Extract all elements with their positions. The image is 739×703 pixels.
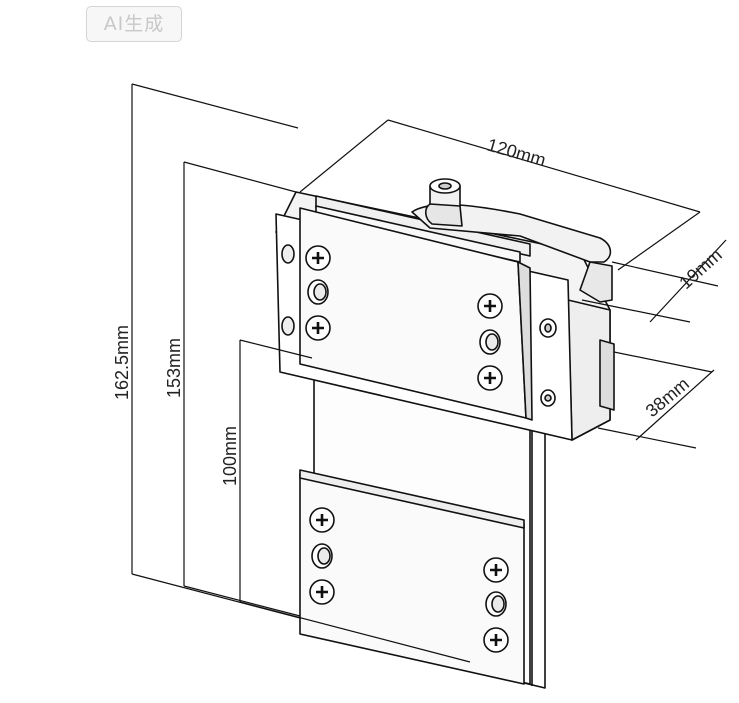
dimension-lines: [131, 83, 727, 663]
screw-icon: [309, 507, 335, 533]
overall-height-extension-top: [131, 83, 299, 129]
thickness-label: 19mm: [675, 245, 726, 293]
width-extension-left: [299, 119, 389, 193]
depth-label: 38mm: [642, 374, 693, 421]
upper-clamp-edge: [517, 261, 533, 421]
depth-extension-top: [613, 351, 713, 373]
depth-extension-bottom: [597, 427, 697, 449]
width-label: 120mm: [485, 135, 548, 171]
left-hole-1: [281, 244, 295, 264]
screw-icon: [305, 245, 331, 271]
hole-icon: [307, 279, 329, 305]
width-extension-right: [617, 211, 701, 271]
plate-height-label: 153mm: [164, 338, 184, 398]
ai-generated-badge: AI生成: [86, 6, 182, 42]
depth-dimension-line: [635, 369, 715, 441]
pivot-collar: [424, 203, 463, 227]
hole-icon: [479, 329, 501, 355]
plate-height-extension-bottom: [183, 585, 301, 617]
overall-height-label: 162.5mm: [112, 325, 132, 400]
thickness-extension-bottom: [581, 299, 691, 323]
plate-height-extension-top: [183, 161, 297, 193]
mount-hole-1-inner: [544, 323, 552, 333]
pivot-hole: [438, 182, 452, 190]
fasteners: [305, 245, 509, 653]
hinge-body: [275, 178, 615, 689]
thickness-dimension-line: [649, 239, 727, 323]
thickness-extension-top: [611, 261, 719, 287]
screw-icon: [483, 627, 509, 653]
left-hole-2: [281, 316, 295, 336]
screw-icon: [309, 579, 335, 605]
handle-tip: [579, 261, 613, 303]
lower-height-label: 100mm: [220, 426, 240, 486]
mount-block-tab: [599, 339, 615, 411]
screw-icon: [483, 557, 509, 583]
screw-icon: [305, 315, 331, 341]
lower-height-extension-bottom: [239, 601, 471, 663]
mount-hole-2-inner: [544, 394, 552, 402]
hole-icon: [485, 591, 507, 617]
screw-icon: [477, 293, 503, 319]
width-dimension-line: [387, 119, 701, 213]
hole-icon: [311, 543, 333, 569]
lower-clamp-top: [299, 469, 525, 529]
lower-height-extension-top: [239, 339, 313, 359]
screw-icon: [477, 365, 503, 391]
